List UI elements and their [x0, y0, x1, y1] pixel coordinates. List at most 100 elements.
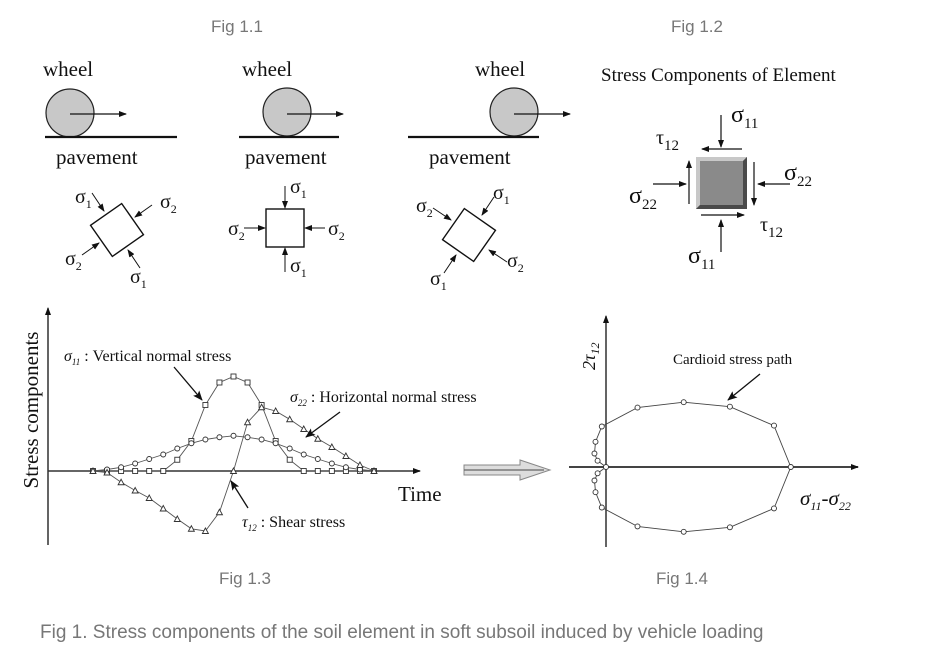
data-point-circle — [603, 464, 609, 470]
data-point-circle — [258, 436, 265, 443]
caption-fig-1-1: Fig 1.1 — [211, 17, 263, 36]
data-point-circle — [726, 524, 733, 531]
data-point-circle — [591, 477, 598, 484]
data-point-triangle — [215, 508, 224, 516]
pavement-label: pavement — [429, 145, 511, 169]
annotation-sigma22: σ22 : Horizontal normal stress — [290, 389, 477, 408]
svg-text:σ11: σ11 — [688, 243, 715, 273]
fig11-panel-2: wheel pavement σ1 σ1 σ2 σ2 — [228, 57, 345, 280]
wheel-label: wheel — [242, 57, 292, 81]
data-point-circle — [592, 489, 599, 496]
data-point-triangle — [145, 494, 153, 501]
svg-text:σ22: σ22 — [629, 183, 657, 213]
data-point-circle — [314, 456, 321, 462]
data-point-circle — [328, 460, 335, 467]
data-point-square — [146, 468, 153, 474]
data-point-circle — [342, 464, 349, 471]
data-point-circle — [272, 440, 279, 447]
data-point-triangle — [342, 452, 350, 459]
pavement-label: pavement — [245, 145, 327, 169]
data-point-circle — [591, 450, 598, 457]
data-point-square — [244, 379, 251, 386]
data-point-triangle — [131, 486, 139, 494]
data-point-circle — [594, 470, 601, 477]
fig14-stress-path-chart: 2τ12 σ11-σ22 Cardioid stress path — [569, 315, 859, 547]
svg-text:σ2: σ2 — [160, 191, 177, 216]
data-point-circle — [160, 451, 167, 458]
svg-text:σ1: σ1 — [290, 176, 307, 201]
data-point-triangle — [117, 478, 125, 486]
data-point-circle — [202, 436, 209, 443]
svg-text:σ1: σ1 — [430, 268, 447, 293]
data-point-square — [300, 468, 307, 474]
fig12-stress-element: Stress Components of Element σ11 τ12 σ22… — [601, 65, 837, 273]
data-point-square — [230, 373, 237, 380]
svg-text:τ12: τ12 — [760, 214, 783, 241]
annotation-tau12: τ12 : Shear stress — [242, 514, 345, 533]
wheel-label: wheel — [43, 57, 93, 81]
data-point-circle — [174, 445, 181, 452]
svg-text:σ11: σ11 — [731, 102, 758, 132]
annotation-cardioid: Cardioid stress path — [673, 352, 793, 368]
data-point-square — [314, 468, 321, 474]
fig11-panel-1: wheel pavement σ1 σ2 σ2 σ1 — [43, 57, 177, 291]
data-point-circle — [188, 440, 195, 447]
caption-fig-1-4: Fig 1.4 — [656, 569, 708, 588]
data-point-triangle — [271, 407, 280, 414]
data-point-triangle — [299, 425, 308, 432]
svg-text:σ2: σ2 — [328, 218, 345, 243]
data-point-triangle — [187, 524, 196, 532]
data-point-circle — [598, 504, 605, 511]
data-point-circle — [594, 457, 601, 464]
svg-text:σ1: σ1 — [290, 255, 307, 280]
data-point-circle — [146, 456, 153, 462]
data-point-circle — [230, 432, 237, 439]
element-rotated — [441, 207, 497, 263]
wheel-icon — [262, 87, 312, 137]
transition-arrow — [463, 459, 552, 481]
data-point-circle — [726, 403, 733, 410]
data-point-square — [202, 402, 209, 408]
data-point-square — [160, 468, 167, 474]
data-point-triangle — [229, 467, 238, 474]
svg-text:σ1: σ1 — [75, 186, 92, 211]
data-point-triangle — [243, 418, 252, 426]
y-axis-label: Stress components — [19, 332, 43, 489]
x-axis-label: Time — [398, 482, 442, 506]
element-block — [696, 157, 747, 209]
svg-text:σ2: σ2 — [416, 195, 433, 220]
data-point-triangle — [257, 403, 266, 411]
svg-text:τ12: τ12 — [656, 127, 679, 154]
wheel-label: wheel — [475, 57, 525, 81]
svg-text:σ1: σ1 — [493, 182, 510, 207]
data-point-circle — [598, 423, 605, 430]
svg-text:σ1: σ1 — [130, 266, 147, 291]
data-point-circle — [216, 434, 223, 441]
data-point-triangle — [370, 467, 378, 474]
data-point-triangle — [103, 468, 111, 476]
data-point-triangle — [89, 467, 97, 474]
data-point-circle — [680, 399, 687, 406]
pointer-arrow-sigma22 — [305, 411, 341, 438]
data-point-triangle — [285, 415, 294, 423]
data-point-square — [328, 468, 335, 474]
pavement-label: pavement — [56, 145, 138, 169]
data-point-circle — [300, 451, 307, 458]
pointer-arrow-sigma11 — [173, 366, 203, 401]
data-point-circle — [592, 438, 599, 445]
data-point-square — [132, 468, 139, 474]
data-point-circle — [771, 422, 777, 429]
fig11-panel-3: wheel pavement σ2 σ1 σ1 σ2 — [408, 57, 571, 293]
data-point-circle — [118, 464, 125, 471]
data-point-circle — [680, 528, 687, 535]
wheel-icon — [489, 87, 539, 137]
data-point-triangle — [173, 515, 182, 522]
data-point-square — [216, 379, 223, 386]
annotation-sigma11: σ11 : Vertical normal stress — [64, 348, 231, 367]
data-point-circle — [787, 464, 794, 470]
svg-text:σ2: σ2 — [228, 218, 245, 243]
y-axis-label: 2τ12 — [579, 343, 602, 370]
data-point-circle — [634, 404, 641, 411]
data-point-square — [286, 456, 293, 463]
